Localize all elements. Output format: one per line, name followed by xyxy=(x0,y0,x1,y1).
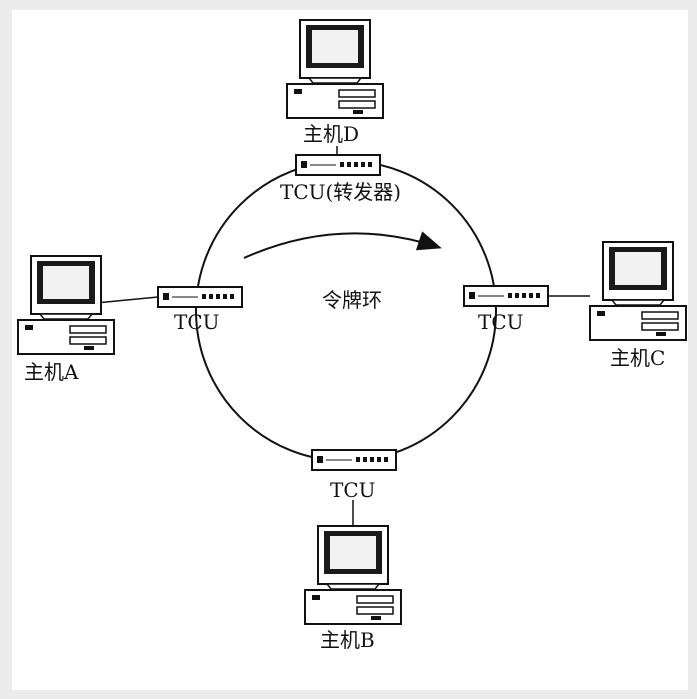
tcu-right-label: TCU xyxy=(478,310,524,334)
host-b-label: 主机B xyxy=(320,628,375,652)
tcu-left-icon xyxy=(157,286,243,308)
token-flow-arrow xyxy=(243,231,442,259)
host-d-computer-icon xyxy=(286,19,384,119)
host-d-label: 主机D xyxy=(303,122,360,146)
host-c-computer-icon xyxy=(589,241,687,341)
tcu-right-icon xyxy=(463,285,549,307)
tcu-top-icon xyxy=(295,154,381,176)
tcu-bottom-icon xyxy=(311,449,397,471)
tcu-top-label: TCU(转发器) xyxy=(280,180,402,204)
host-a-computer-icon xyxy=(17,255,115,355)
cable-left xyxy=(95,296,159,304)
host-b-computer-icon xyxy=(304,525,402,625)
host-a-label: 主机A xyxy=(24,360,79,384)
tcu-bottom-label: TCU xyxy=(330,478,376,502)
host-c-label: 主机C xyxy=(610,346,666,370)
tcu-left-label: TCU xyxy=(174,310,220,334)
ring-label: 令牌环 xyxy=(322,288,382,312)
